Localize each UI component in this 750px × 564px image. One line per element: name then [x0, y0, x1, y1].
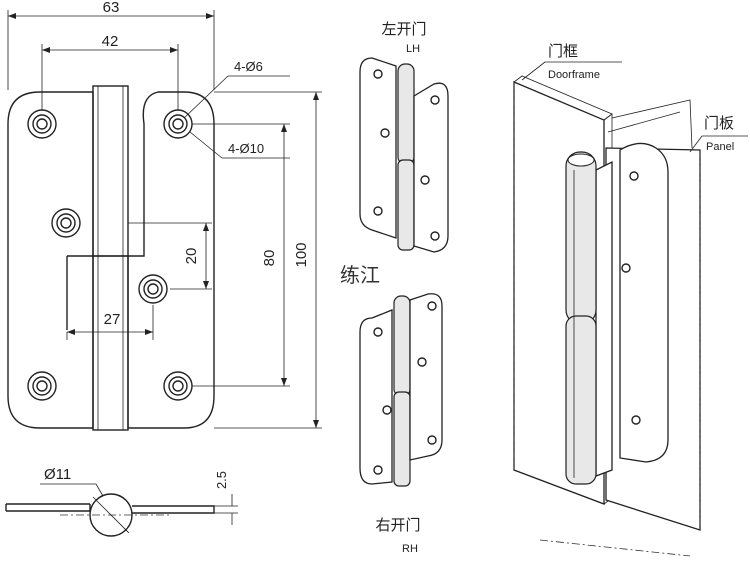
front-view: 63 42 4-Ø6 4-Ø10 20 80 100 [7, 0, 322, 431]
panel-label-en: Panel [706, 141, 734, 153]
left-leaf-outline [7, 91, 94, 429]
dim-offset: 20 [183, 248, 200, 265]
dim-thickness: 2.5 [214, 471, 229, 489]
dim-overall-height: 100 [293, 242, 310, 267]
rh-label-cn: 右开门 [375, 516, 420, 534]
hinge-barrel-lower [565, 315, 597, 485]
dim-small-hole: 4-Ø6 [234, 59, 263, 74]
dim-pin-diameter: Ø11 [44, 466, 71, 483]
hole-bottom-left [27, 371, 57, 401]
doorframe-label-en: Doorframe [548, 69, 600, 81]
hinge-barrel-upper [565, 151, 597, 325]
lh-label-cn: 左开门 [381, 20, 426, 38]
hole-bottom-right [163, 371, 193, 401]
rh-hinge-illustration: 右开门 RH [359, 293, 443, 555]
lh-label-en: LH [406, 43, 420, 55]
dim-knuckle-offset: 27 [104, 311, 121, 328]
lower-knuckle [92, 255, 129, 431]
hole-mid-left [51, 208, 81, 238]
lh-hinge-illustration: 左开门 LH [359, 20, 449, 253]
panel-label-cn: 门板 [704, 114, 734, 132]
dim-large-hole: 4-Ø10 [228, 141, 264, 156]
dim-overall-width: 63 [103, 0, 120, 16]
right-leaf-outline [127, 91, 215, 429]
doorframe-label-cn: 门框 [548, 42, 578, 60]
hole-top-left [27, 109, 57, 139]
installation-view: 门框 Doorframe 门板 Panel [513, 42, 748, 557]
hole-mid-right [138, 274, 168, 304]
rh-label-en: RH [402, 543, 418, 555]
section-view: Ø11 2.5 [5, 466, 238, 537]
watermark: 练江 [340, 263, 380, 287]
dim-hole-pitch: 80 [261, 250, 278, 267]
dim-hole-spacing: 42 [102, 33, 119, 50]
